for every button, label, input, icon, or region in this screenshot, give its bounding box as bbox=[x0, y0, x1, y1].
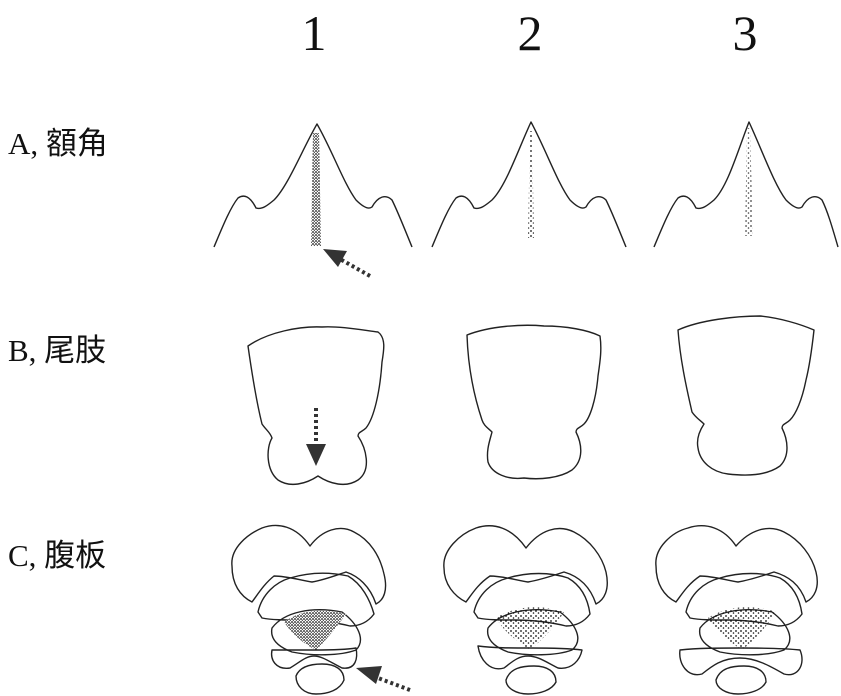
sternum-stipple-1 bbox=[284, 611, 346, 650]
arrow-c-indicator bbox=[356, 666, 410, 690]
telson-drawing-2 bbox=[467, 325, 601, 478]
sternum-drawing-3 bbox=[656, 526, 817, 694]
sternum-stipple-2 bbox=[496, 607, 564, 650]
rostrum-median-stripe-1 bbox=[311, 133, 321, 246]
arrow-a-indicator bbox=[323, 249, 370, 276]
arrow-b-indicator bbox=[306, 408, 326, 466]
rostrum-drawing-3 bbox=[654, 122, 838, 247]
rostrum-drawing-2 bbox=[432, 122, 626, 247]
sternum-drawing-2 bbox=[444, 526, 607, 694]
rostrum-median-stripe-3 bbox=[745, 128, 753, 236]
telson-drawing-3 bbox=[678, 316, 814, 475]
rostrum-median-stripe-2 bbox=[528, 131, 534, 238]
rostrum-drawing-1 bbox=[214, 124, 412, 247]
sternum-stipple-3 bbox=[708, 607, 776, 650]
